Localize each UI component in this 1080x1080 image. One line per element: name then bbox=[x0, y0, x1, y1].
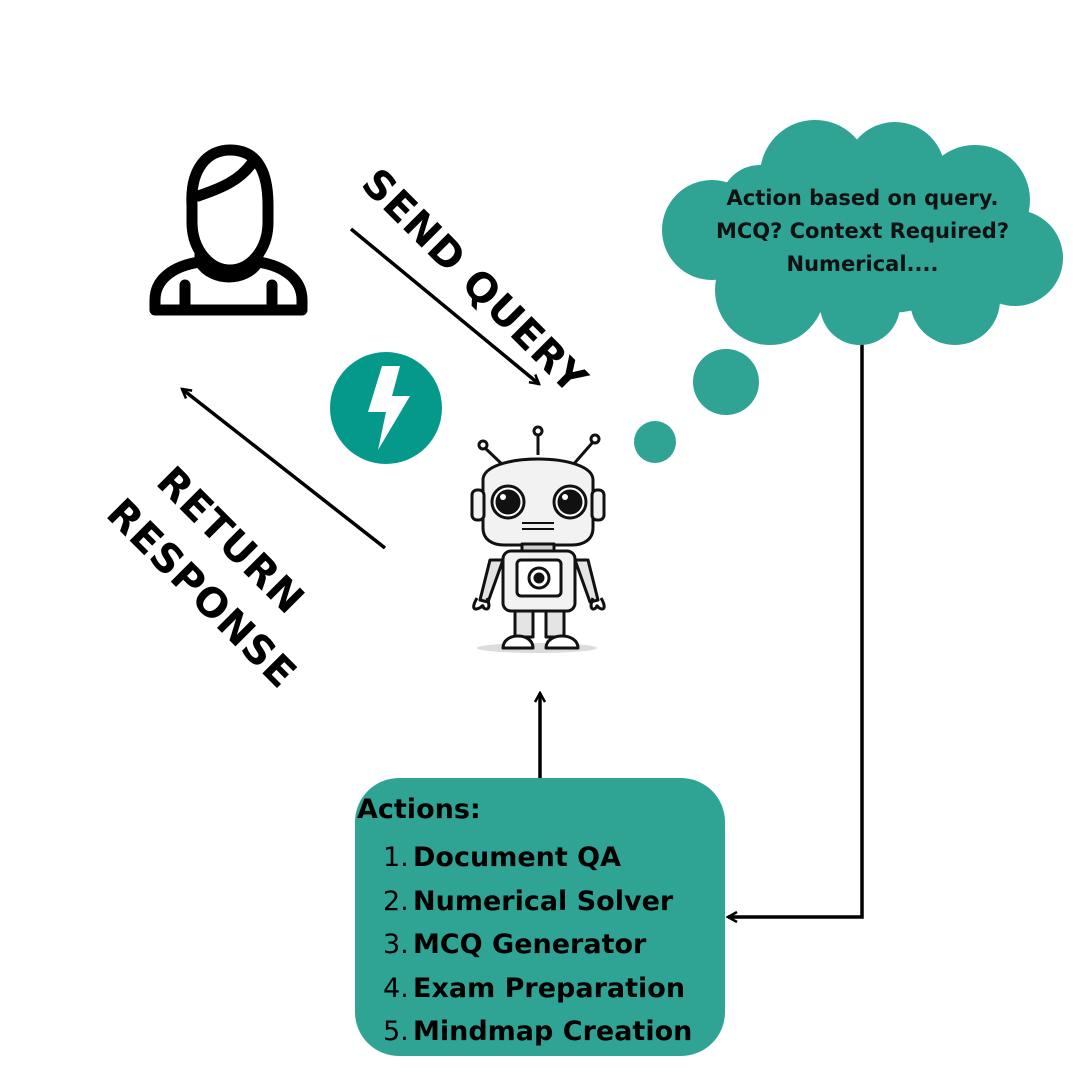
list-item-number: 2. bbox=[383, 885, 409, 917]
thought-line: Action based on query. bbox=[726, 186, 999, 210]
list-item-label: Document QA bbox=[413, 842, 622, 873]
lightning-bolt-icon bbox=[330, 352, 442, 464]
list-item-label: MCQ Generator bbox=[413, 929, 647, 960]
list-item-number: 3. bbox=[383, 929, 409, 960]
user-icon bbox=[149, 144, 308, 316]
list-item-number: 4. bbox=[383, 972, 409, 1004]
thought-to-actions-connector bbox=[728, 328, 864, 917]
list-item-label: Numerical Solver bbox=[413, 885, 674, 917]
list-item: 5.Mindmap Creation bbox=[383, 1010, 692, 1054]
list-item-label: Exam Preparation bbox=[413, 972, 686, 1004]
thought-bubble-text: Action based on query. MCQ? Context Requ… bbox=[690, 182, 1035, 281]
actions-list: 1.Document QA 2.Numerical Solver 3.MCQ G… bbox=[383, 836, 692, 1054]
list-item: 2.Numerical Solver bbox=[383, 880, 692, 924]
thought-bubble-dot-small bbox=[634, 421, 676, 463]
return-response-arrow bbox=[182, 389, 387, 550]
actions-title: Actions: bbox=[357, 794, 481, 825]
thought-line: MCQ? Context Required? bbox=[715, 219, 1010, 243]
list-item-number: 5. bbox=[383, 1016, 409, 1047]
thought-line: Numerical.... bbox=[786, 252, 939, 276]
list-item: 4.Exam Preparation bbox=[383, 967, 692, 1011]
thought-cloud bbox=[662, 120, 1063, 345]
robot-icon bbox=[470, 425, 606, 653]
list-item: 1.Document QA bbox=[383, 836, 692, 880]
actions-box: Actions: 1.Document QA 2.Numerical Solve… bbox=[355, 778, 725, 1056]
list-item-number: 1. bbox=[383, 842, 409, 873]
thought-bubble-dot-large bbox=[693, 349, 759, 415]
send-query-arrow bbox=[349, 227, 539, 384]
list-item-label: Mindmap Creation bbox=[413, 1016, 693, 1047]
list-item: 3.MCQ Generator bbox=[383, 923, 692, 967]
